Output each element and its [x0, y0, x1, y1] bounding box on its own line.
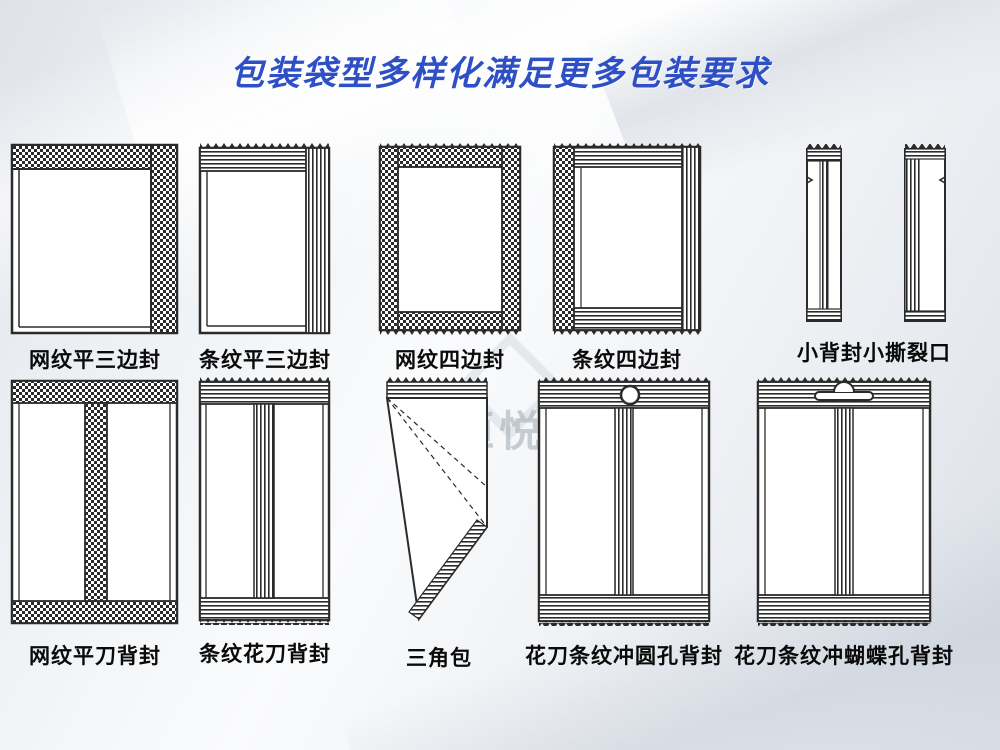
- bag-label: 条纹四边封: [572, 349, 682, 372]
- bag-label: 网纹平刀背封: [29, 645, 161, 668]
- bag-diagram-mesh-flat-three-side-seal-icon: [10, 143, 179, 335]
- bag-diagram-stripe-four-side-seal-icon: [552, 143, 702, 335]
- bag-diagram-stripe-round-hole-back-seal-icon: [537, 377, 711, 626]
- bag-label: 花刀条纹冲圆孔背封: [525, 645, 723, 668]
- bag-diagram-stripe-butterfly-hole-back-seal-icon: [756, 377, 932, 626]
- bag-cell-triangle-pack: 三角包: [378, 377, 500, 672]
- bag-cell-round-hole-back-seal: 花刀条纹冲圆孔背封: [525, 377, 722, 670]
- bag-cell-small-back-seal-tear-notch: 小背封小撕裂口: [797, 143, 951, 367]
- bag-cell-stripe-serrated-back-seal: 条纹花刀背封: [196, 377, 334, 668]
- bag-diagram-mesh-flat-knife-back-seal-icon: [10, 379, 179, 625]
- bag-cell-mesh-three-side-seal: 网纹平三边封: [10, 143, 180, 374]
- bag-label: 网纹四边封: [395, 349, 505, 372]
- bag-label: 小背封小撕裂口: [797, 342, 951, 365]
- bag-label: 条纹平三边封: [199, 349, 331, 372]
- bag-diagram-mesh-four-side-seal-icon: [378, 143, 522, 335]
- bag-cell-mesh-back-seal: 网纹平刀背封: [10, 377, 180, 670]
- page-title: 包装袋型多样化满足更多包装要求: [230, 56, 770, 93]
- bag-cell-butterfly-hole-back-seal: 花刀条纹冲蝴蝶孔背封: [734, 377, 953, 670]
- bag-diagram-stripe-flat-three-side-seal-icon: [198, 143, 331, 335]
- bag-cell-stripe-three-side-seal: 条纹平三边封: [196, 143, 334, 374]
- bag-diagram-triangle-pack-icon: [385, 377, 488, 622]
- bag-label: 花刀条纹冲蝴蝶孔背封: [734, 645, 954, 668]
- bag-cell-stripe-four-side-seal: 条纹四边封: [550, 143, 704, 374]
- bag-label: 网纹平三边封: [29, 349, 161, 372]
- bag-cell-mesh-four-side-seal: 网纹四边封: [376, 143, 524, 374]
- bag-label: 三角包: [406, 647, 472, 670]
- bag-label: 条纹花刀背封: [199, 643, 331, 666]
- bag-diagram-stripe-serrated-knife-back-seal-icon: [198, 377, 331, 625]
- bag-diagram-small-back-seal-tear-notch-icon: [806, 144, 946, 322]
